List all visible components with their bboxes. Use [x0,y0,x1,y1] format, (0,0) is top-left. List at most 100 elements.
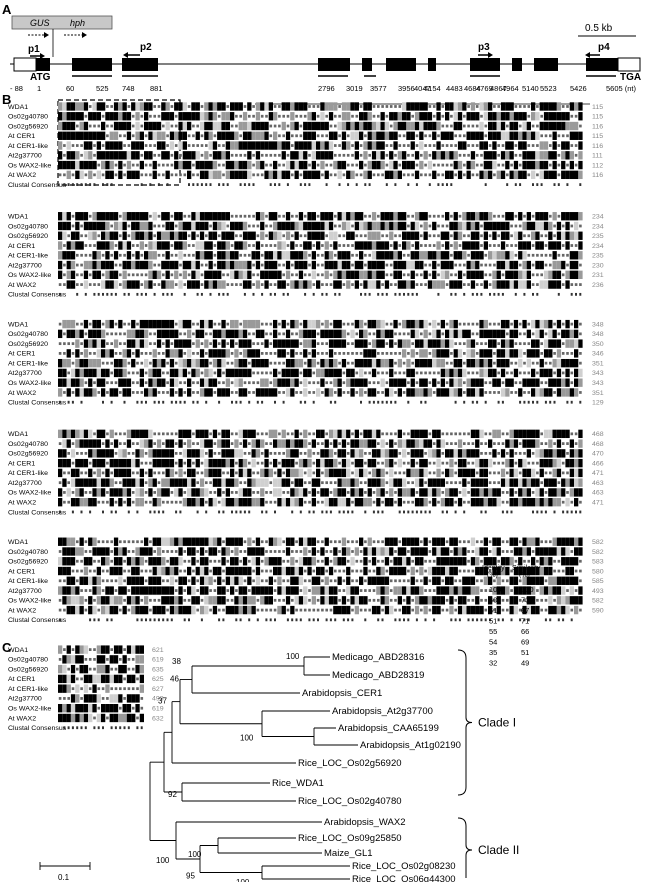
seq-end-position: 463 [592,490,604,497]
bootstrap-value: 100 [156,856,170,865]
nt-position: 2796 [318,84,335,93]
seq-end-position: 470 [592,451,604,458]
seq-name: At WAX2 [8,390,36,397]
utr-3 [617,57,641,72]
seq-end-position: 582 [592,539,604,546]
bootstrap-value: 38 [172,657,181,666]
seq-end-position: 351 [592,361,604,368]
seq-name: WDA1 [8,214,28,221]
seq-end-position: 351 [592,390,604,397]
bootstrap-value: 92 [168,790,177,799]
nt-position: 3577 [370,84,387,93]
primer-p2: p2 [140,42,152,53]
seq-name: At CER1-like [8,361,48,368]
seq-name: At CER1 [8,676,35,683]
seq-name: At2g37700 [8,153,42,160]
seq-end-position: 343 [592,380,604,387]
seq-end-position: 582 [592,549,604,556]
bootstrap-value: 100 [188,850,202,859]
utr-5 [13,57,37,72]
leaf-label: Arabidopsis_At1g02190 [360,740,461,751]
seq-end-position: 235 [592,253,604,260]
exon-1 [36,58,50,71]
seq-name: At CER1 [8,243,35,250]
bootstrap-value: 37 [158,697,167,706]
seq-end-position: 621 [152,647,164,654]
identity-header: Identity [482,565,505,572]
hph-label: hph [70,18,85,28]
bootstrap-value: 46 [170,675,179,684]
nt-position: 5523 [540,84,557,93]
nt-position: - 88 [10,84,23,93]
bootstrap-value: 100 [236,878,250,882]
leaf-label: Arabidopsis_CAA65199 [338,723,439,734]
similarity-header: Similarity [512,565,541,572]
seq-end-position: 112 [592,163,603,170]
similarity-pct: (%) [519,572,530,579]
seq-end-position: 235 [592,233,604,240]
seq-name: At WAX2 [8,282,36,289]
seq-name: At WAX2 [8,500,36,507]
seq-name: At2g37700 [8,263,42,270]
seq-end-position: 343 [592,370,604,377]
seq-end-position: 635 [152,667,164,674]
seq-end-position: 583 [592,559,604,566]
similarity-value: 73 [521,596,529,605]
seq-end-position: 348 [592,331,604,338]
seq-name: At2g37700 [8,696,42,703]
seq-name: Os02g56920 [8,559,48,566]
gus-hph-box [11,15,113,30]
seq-end-position: 627 [152,686,164,693]
exon-2 [72,58,112,71]
nt-position: 3956 [398,84,415,93]
exon-8 [470,58,500,71]
seq-name: At CER1 [8,133,35,140]
seq-end-position: 468 [592,441,604,448]
seq-end-position: 116 [592,172,603,179]
seq-end-position: 348 [592,322,604,329]
clade-1-label: Clade I [478,716,516,730]
bootstrap-value: 95 [186,872,195,881]
seq-name: At WAX2 [8,608,36,615]
seq-name: Os WAX2-like [8,272,51,279]
nt-position: 4867 [490,84,507,93]
seq-end-position: 471 [592,500,604,507]
seq-end-position: 234 [592,214,604,221]
nt-position: 3019 [346,84,363,93]
seq-name: Os02g56920 [8,124,48,131]
seq-name: Clustal Consensus [8,617,67,624]
seq-end-position: 234 [592,223,604,230]
gus-arrowhead [44,32,49,38]
identity-value: 51 [489,606,497,615]
panel-a-label: A [2,2,12,17]
similarity-value: 69 [521,638,529,647]
seq-name: WDA1 [8,104,28,111]
seq-end-position: 115 [592,114,603,121]
seq-end-position: 590 [592,608,604,615]
seq-name: Clustal Consensus [8,400,67,407]
seq-name: Os02g40780 [8,657,48,664]
seq-name: WDA1 [8,322,28,329]
gus-label: GUS [30,18,50,28]
seq-name: At CER1-like [8,143,48,150]
seq-end-position: 111 [592,153,603,160]
seq-end-position: 115 [592,104,603,111]
seq-name: At2g37700 [8,588,42,595]
seq-name: At CER1 [8,461,35,468]
leaf-label: Arabidopsis_WAX2 [324,817,406,828]
seq-end-position: 466 [592,461,604,468]
exon-9 [512,58,522,71]
exon-11 [586,58,618,71]
similarity-value: 71 [521,617,529,626]
clade-2-bracket [457,817,473,878]
clade-2-label: Clade II [478,843,519,857]
nt-position: 5426 [570,84,587,93]
seq-end-position: 582 [592,598,604,605]
primer-p1: p1 [28,44,40,55]
seq-end-position: 463 [592,480,604,487]
nt-position: 4964 [502,84,519,93]
similarity-value: 67 [521,606,529,615]
nt-position: 748 [122,84,135,93]
leaf-label: Rice_WDA1 [272,778,324,789]
